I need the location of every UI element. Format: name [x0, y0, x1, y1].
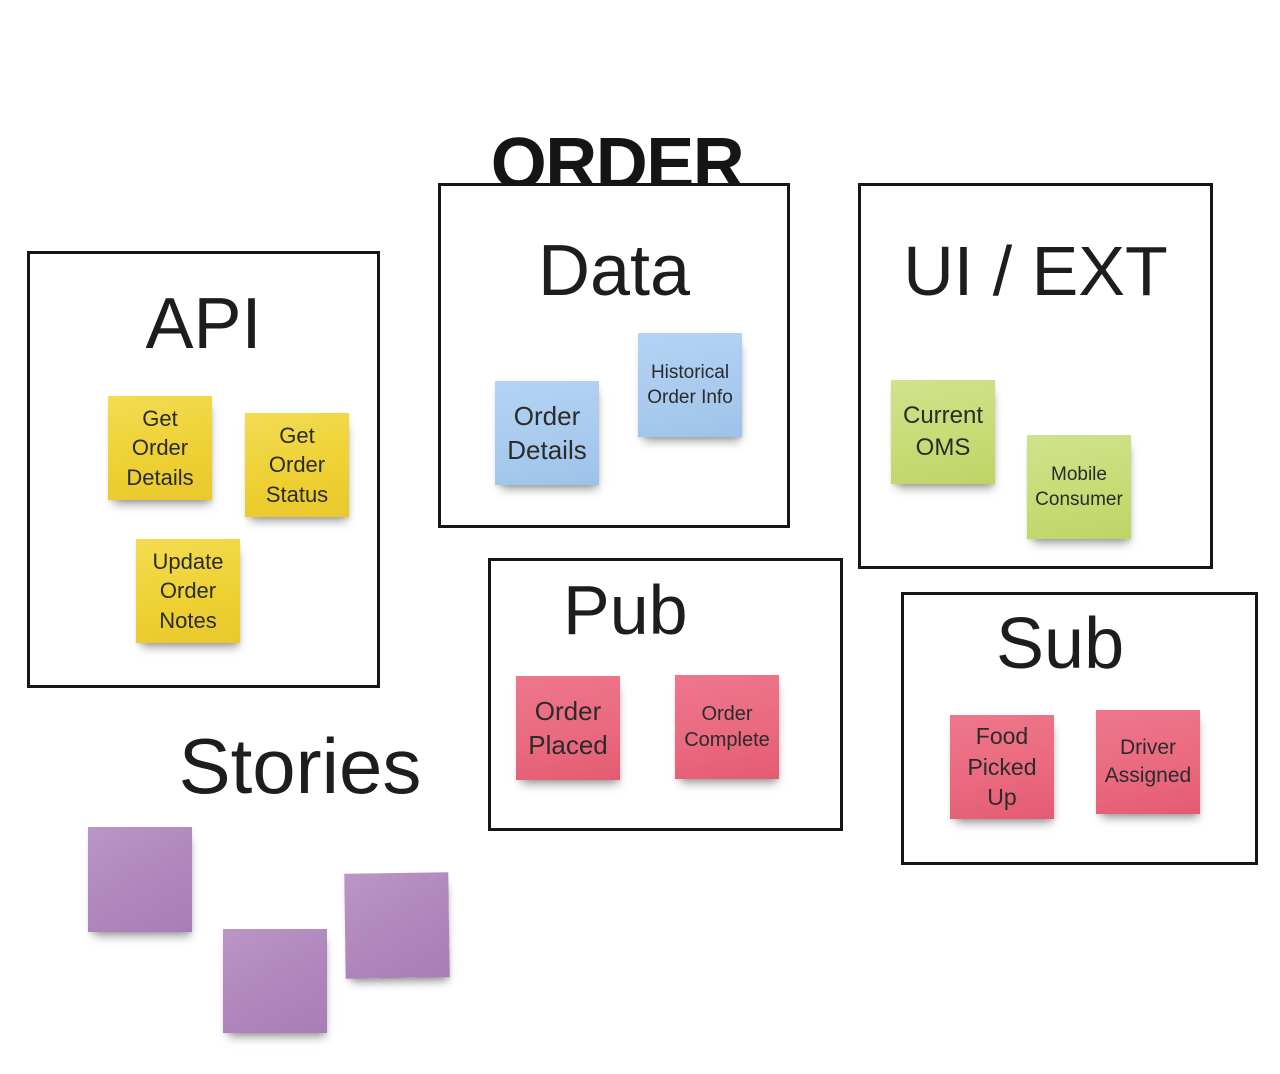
frame-data[interactable]: Data Order Details Historical Order Info [438, 183, 790, 528]
sticky-note-text: Historical Order Info [647, 361, 733, 408]
sticky-note-text: Current OMS [902, 402, 984, 461]
sticky-note-text: Order Complete [684, 702, 770, 751]
sticky-note-historical-order-info[interactable]: Historical Order Info [638, 333, 742, 437]
sticky-note-order-details[interactable]: Order Details [495, 381, 599, 485]
sticky-note-blank-3[interactable] [344, 872, 450, 979]
frame-sub[interactable]: Sub Food Picked Up Driver Assigned [901, 592, 1258, 865]
frame-sub-label[interactable]: Sub [996, 604, 1125, 684]
sticky-note-text: Get Order Details [126, 406, 194, 490]
sticky-note-get-order-status[interactable]: Get Order Status [245, 413, 349, 517]
stories-label[interactable]: Stories [178, 722, 422, 810]
sticky-note-current-oms[interactable]: Current OMS [891, 380, 995, 484]
sticky-note-text: Food Picked Up [967, 723, 1037, 811]
sticky-note-mobile-consumer[interactable]: Mobile Consumer [1027, 435, 1131, 539]
sticky-note-text: Update Order Notes [152, 549, 224, 633]
sticky-note-order-placed[interactable]: Order Placed [516, 676, 620, 780]
sticky-note-order-complete[interactable]: Order Complete [675, 675, 779, 779]
sticky-note-blank-1[interactable] [88, 827, 192, 932]
frame-ui-ext[interactable]: UI / EXT Current OMS Mobile Consumer [858, 183, 1213, 569]
sticky-note-driver-assigned[interactable]: Driver Assigned [1096, 710, 1200, 814]
sticky-note-text: Driver Assigned [1104, 736, 1192, 787]
sticky-note-food-picked-up[interactable]: Food Picked Up [950, 715, 1054, 819]
sticky-note-text: Order Details [507, 400, 587, 465]
frame-pub[interactable]: Pub Order Placed Order Complete [488, 558, 843, 831]
frame-api[interactable]: API Get Order Details Get Order Status U… [27, 251, 380, 688]
frame-pub-label[interactable]: Pub [563, 571, 688, 649]
sticky-note-text: Get Order Status [265, 423, 329, 507]
frame-api-label[interactable]: API [145, 284, 262, 364]
frame-ui-ext-label[interactable]: UI / EXT [903, 232, 1168, 310]
frame-data-label[interactable]: Data [537, 231, 691, 311]
sticky-note-blank-2[interactable] [223, 929, 327, 1033]
sticky-note-text: Mobile Consumer [1035, 463, 1123, 510]
sticky-note-update-order-notes[interactable]: Update Order Notes [136, 539, 240, 643]
sticky-note-text: Order Placed [528, 695, 608, 760]
sticky-note-get-order-details[interactable]: Get Order Details [108, 396, 212, 500]
